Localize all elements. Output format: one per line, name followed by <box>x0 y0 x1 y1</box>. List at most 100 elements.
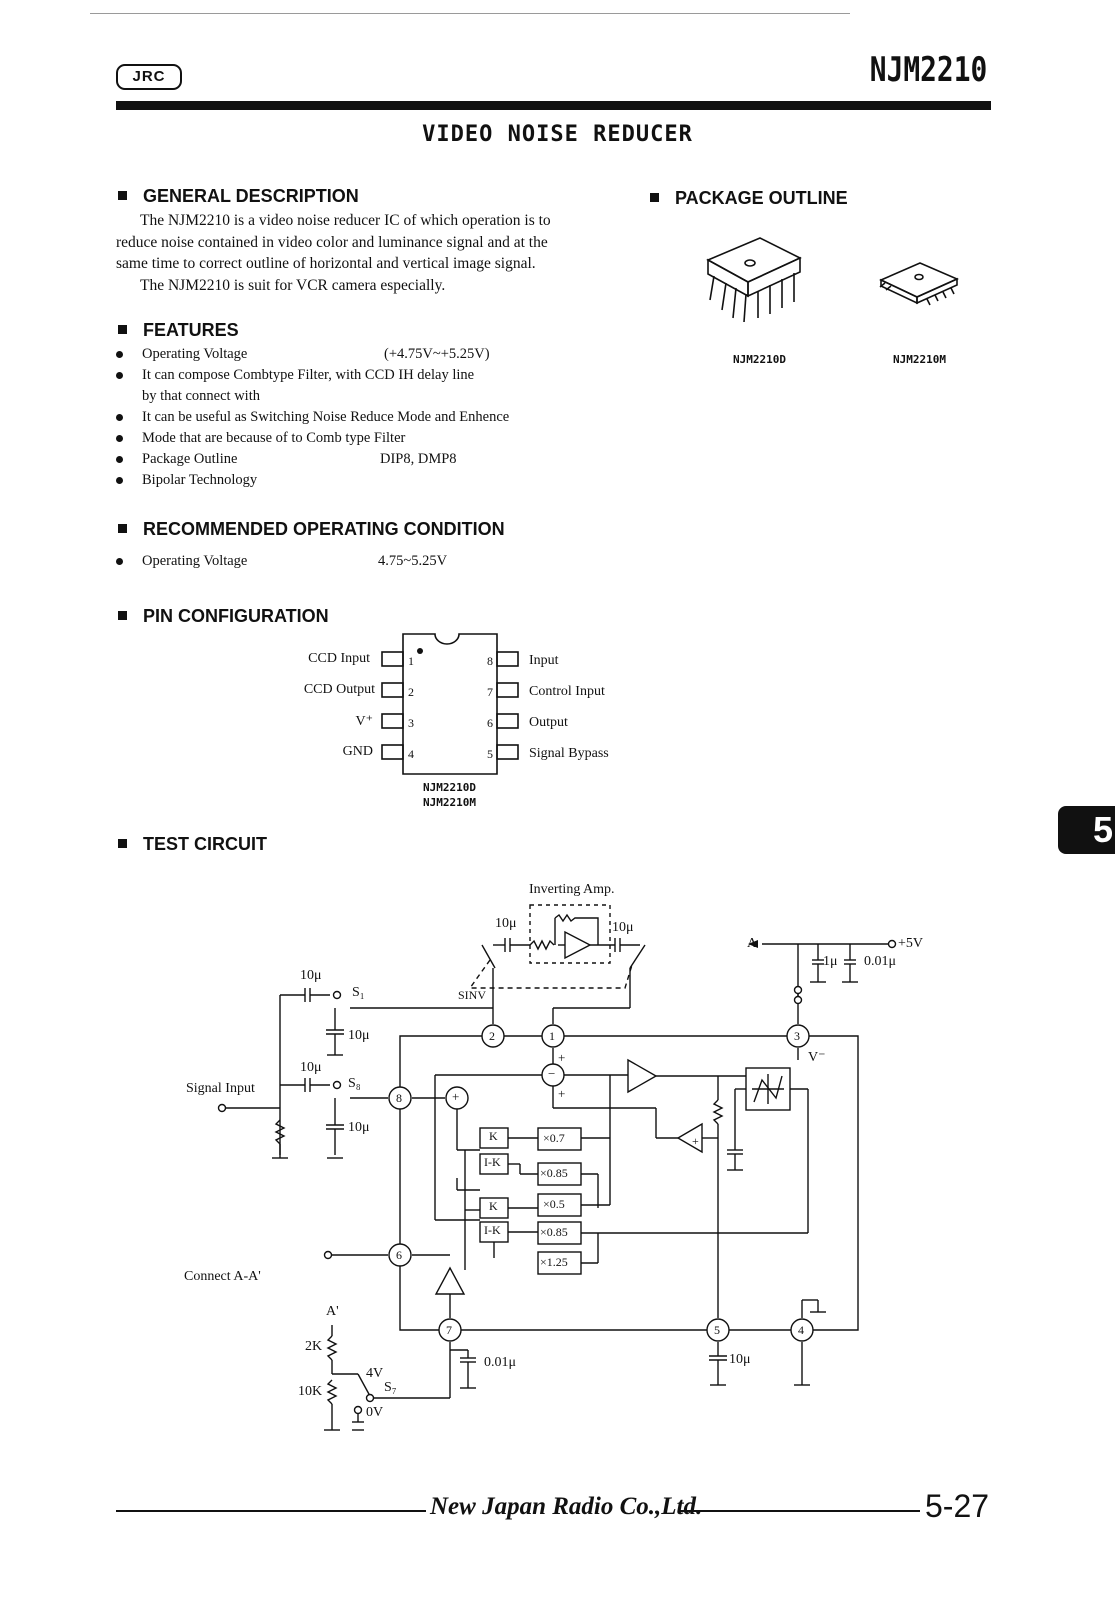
pin-configuration-heading: PIN CONFIGURATION <box>118 606 329 627</box>
section-tab: 5 <box>1058 806 1115 854</box>
node-pin6: 6 <box>396 1248 402 1262</box>
multiplier-05: ×0.5 <box>543 1197 565 1211</box>
node-pin4: 4 <box>798 1323 804 1337</box>
cap-001u-label: 0.01μ <box>484 1355 517 1370</box>
dmp8-caption: NJM2210M <box>893 353 946 366</box>
node-pin7: 7 <box>446 1323 452 1337</box>
plus-sign: + <box>452 1089 460 1104</box>
bullet-square-icon <box>118 191 127 200</box>
dmp8-package-icon <box>879 262 959 306</box>
list-item-continuation: by that connect with <box>142 388 260 404</box>
block-ik: I-K <box>484 1155 501 1169</box>
connect-label: Connect A-A' <box>184 1269 261 1284</box>
pin5-label: Signal Bypass <box>529 746 609 761</box>
block-k: K <box>489 1129 498 1143</box>
cap-001u-label: 0.01μ <box>864 954 897 969</box>
pin-config-caption-2: NJM2210M <box>423 796 476 809</box>
plus-sign: + <box>558 1050 566 1065</box>
part-number: NJM2210 <box>869 50 987 90</box>
page-title: VIDEO NOISE REDUCER <box>422 122 693 147</box>
cap-1u-label: 1μ <box>823 954 838 969</box>
pin4-label: GND <box>342 744 373 759</box>
header-bar <box>116 101 991 110</box>
resistor-2k-label: 2K <box>305 1339 323 1354</box>
dip8-package-icon <box>706 237 802 323</box>
bullet-square-icon <box>118 524 127 533</box>
cap-label: 10μ <box>348 1028 370 1043</box>
list-item: Mode that are because of to Comb type Fi… <box>116 428 636 449</box>
cap-label: 10μ <box>729 1352 751 1367</box>
node-pin2: 2 <box>489 1029 495 1043</box>
pin5-number: 5 <box>487 747 493 761</box>
vminus-label: V⁻ <box>808 1050 826 1065</box>
cap-label: 10μ <box>300 968 322 983</box>
pin2-label: CCD Output <box>303 682 375 697</box>
voltage-0v-label: 0V <box>366 1405 384 1420</box>
pin8-number: 8 <box>487 654 493 668</box>
resistor-10k-label: 10K <box>298 1384 323 1399</box>
ic-package-outline <box>381 633 519 775</box>
pin-config-caption-1: NJM2210D <box>423 781 476 794</box>
test-circuit-heading: TEST CIRCUIT <box>118 834 267 855</box>
switch-s1-label: S₁ <box>352 985 365 1000</box>
plus-sign: + <box>558 1086 566 1101</box>
pin7-label: Control Input <box>529 684 605 699</box>
list-item: It can compose Combtype Filter, with CCD… <box>116 365 636 386</box>
general-description-heading: GENERAL DESCRIPTION <box>118 186 359 207</box>
multiplier-085: ×0.85 <box>540 1166 568 1180</box>
footer-rule-left <box>116 1510 426 1512</box>
switch-s8-label: S₈ <box>348 1076 361 1091</box>
bullet-square-icon <box>118 839 127 848</box>
voltage-4v-label: 4V <box>366 1366 384 1381</box>
supply-label: +5V <box>898 936 924 951</box>
node-a-label: A <box>747 936 758 951</box>
bullet-square-icon <box>118 325 127 334</box>
minus-sign: − <box>548 1066 556 1081</box>
pin6-number: 6 <box>487 716 493 730</box>
node-a-prime-label: A' <box>326 1304 339 1319</box>
page-number: 5-27 <box>925 1488 990 1524</box>
recommended-heading: RECOMMENDED OPERATING CONDITION <box>118 519 505 540</box>
pin4-number: 4 <box>408 747 414 761</box>
list-item: Bipolar Technology <box>116 470 636 491</box>
switch-sinv-label: SINV <box>458 988 487 1002</box>
block-k: K <box>489 1199 498 1213</box>
pin2-number: 2 <box>408 685 414 699</box>
plus-sign: + <box>692 1134 699 1148</box>
block-ik: I-K <box>484 1223 501 1237</box>
cap-label: 10μ <box>495 916 517 931</box>
multiplier-085: ×0.85 <box>540 1225 568 1239</box>
bullet-square-icon <box>650 193 659 202</box>
company-name: New Japan Radio Co.,Ltd. <box>430 1493 703 1520</box>
node-pin3: 3 <box>794 1029 800 1043</box>
inverting-amp-label: Inverting Amp. <box>529 882 615 897</box>
pin1-number: 1 <box>408 654 414 668</box>
pin7-number: 7 <box>487 685 493 699</box>
cap-label: 10μ <box>612 920 634 935</box>
node-pin5: 5 <box>714 1323 720 1337</box>
signal-input-label: Signal Input <box>186 1081 255 1096</box>
pin6-label: Output <box>529 715 568 730</box>
node-pin8: 8 <box>396 1091 402 1105</box>
footer-rule-right <box>680 1510 920 1512</box>
top-rule <box>90 13 850 14</box>
pin1-label: CCD Input <box>308 651 370 666</box>
general-description-text: The NJM2210 is a video noise reducer IC … <box>116 212 551 294</box>
switch-s7-label: S₇ <box>384 1380 397 1395</box>
node-pin1: 1 <box>549 1029 555 1043</box>
bullet-square-icon <box>118 611 127 620</box>
pin3-number: 3 <box>408 716 414 730</box>
features-heading: FEATURES <box>118 320 239 341</box>
pin3-label: V⁺ <box>355 714 374 729</box>
pin8-label: Input <box>529 653 559 668</box>
cap-label: 10μ <box>348 1120 370 1135</box>
package-outline-heading: PACKAGE OUTLINE <box>650 188 848 209</box>
jrc-logo: JRC <box>116 64 182 90</box>
list-item: Operating Voltage(+4.75V~+5.25V) <box>116 344 636 365</box>
dip8-caption: NJM2210D <box>733 353 786 366</box>
multiplier-125: ×1.25 <box>540 1255 568 1269</box>
multiplier-07: ×0.7 <box>543 1131 565 1145</box>
